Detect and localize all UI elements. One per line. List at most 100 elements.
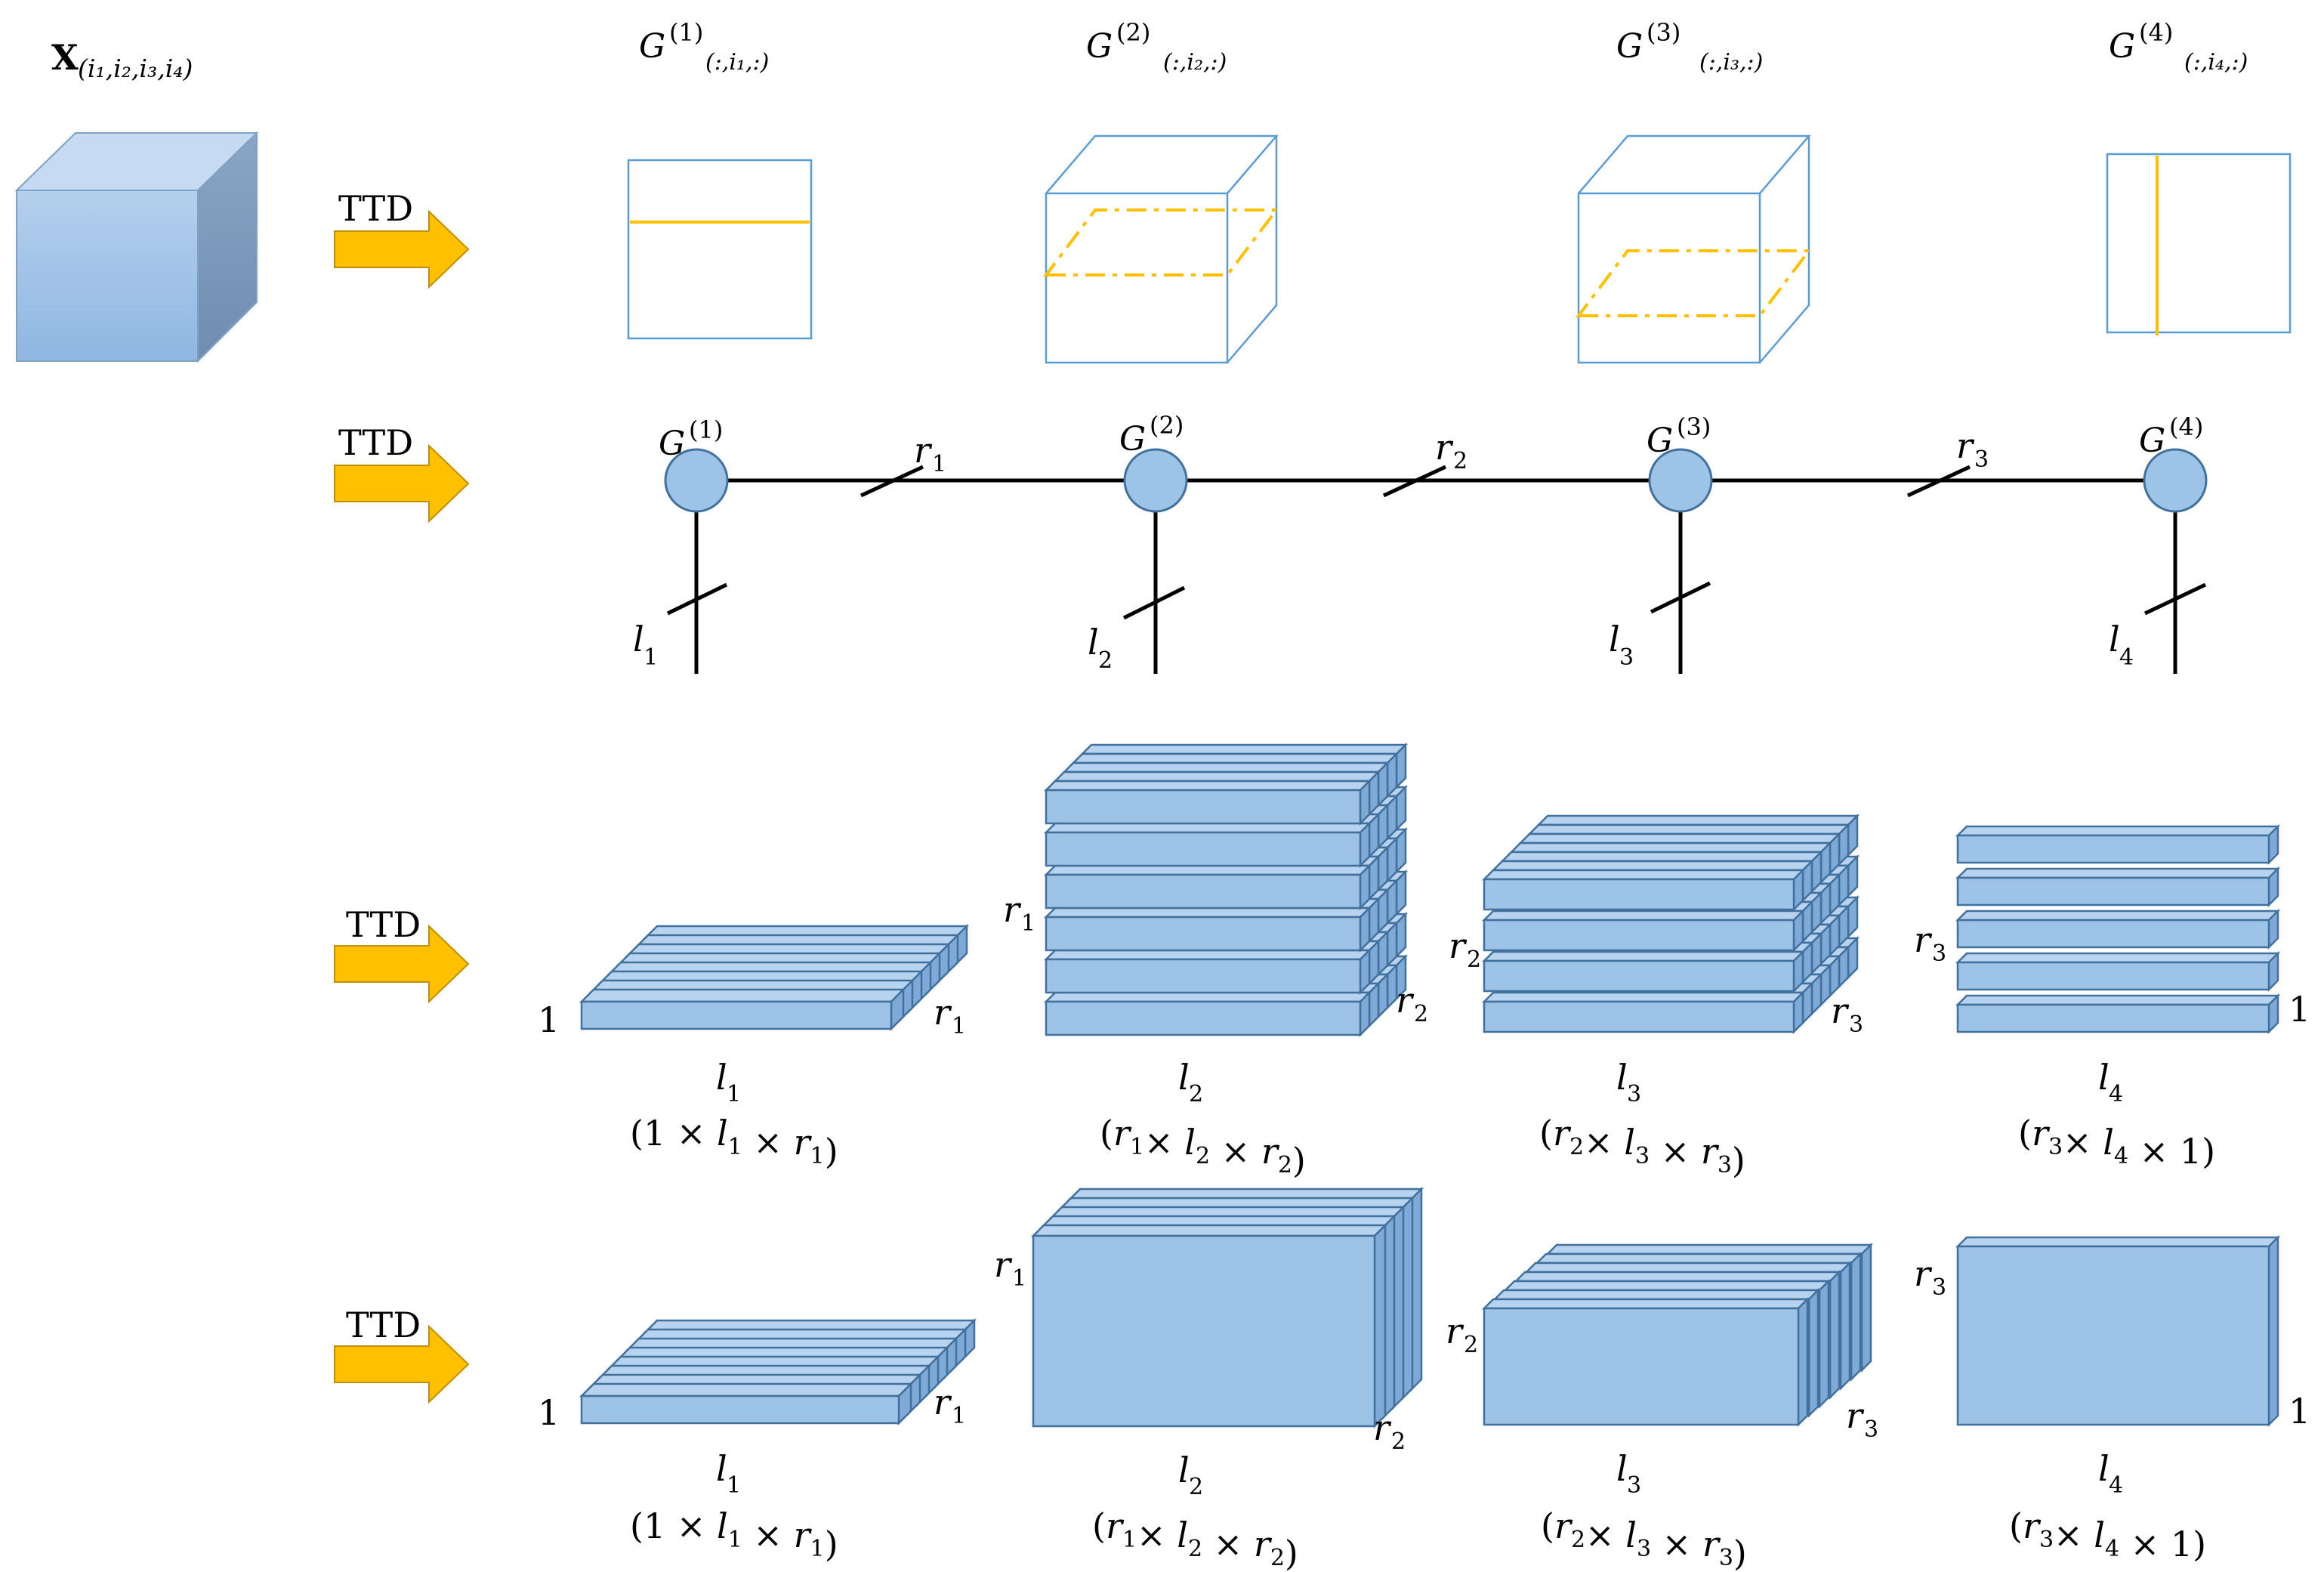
node-3-sup: (3)	[1677, 412, 1711, 441]
node-label-3: G (3)	[1647, 412, 1711, 460]
row3-core-3-left-sub: 2	[1467, 947, 1481, 973]
dimension-label: (r1× l2 × r2)	[1100, 1113, 1306, 1181]
row3-core-2-slab	[1043, 863, 1372, 911]
leg-2-base: l	[1088, 622, 1099, 662]
row3-core-2-slab	[1043, 905, 1372, 953]
row3-core-4-left: r	[1914, 919, 1933, 960]
tensor-x-cube	[14, 131, 259, 363]
slice-3-sub: (:,i₃,:)	[1699, 49, 1763, 76]
row3-core-4-slab	[1955, 993, 2281, 1035]
row4-core-3-labels: r 2 r 3 l 3	[1446, 1311, 1878, 1499]
row3-core-1-slab	[579, 987, 906, 1032]
dimension-label: (r3× l4 × 1)	[2018, 1113, 2215, 1172]
row4-core-4-left: r	[1914, 1253, 1933, 1294]
row3-core-2-right-sub: 2	[1414, 1001, 1428, 1027]
slice-3-base: G	[1616, 27, 1643, 66]
row3-core-2-left-sub: 1	[1021, 910, 1035, 937]
tensor-x-indices: (i₁,i₂,i₃,i₄)	[78, 54, 193, 83]
leg-3-sub: 3	[1619, 644, 1634, 671]
row3-core-1-left: 1	[538, 999, 560, 1040]
node-2-base: G	[1119, 420, 1146, 459]
row4-core-2-right-sub: 2	[1391, 1428, 1406, 1455]
leg-label-3: l 3	[1609, 619, 1634, 671]
node-label-4: G (4)	[2139, 412, 2203, 460]
ttd-label-4: TTD	[346, 1305, 421, 1345]
row3-core-4-length-sub: 4	[2109, 1081, 2123, 1107]
row3-core-4-slab	[1955, 908, 2281, 950]
row3-core-3-right: r	[1831, 990, 1850, 1031]
bond-1-sub: 1	[932, 451, 946, 477]
row3-core-2-labels: r 1 r 2 l 2	[1003, 889, 1428, 1107]
ttd-arrow-2: TTD	[334, 422, 470, 523]
row4-core-2-length-sub: 2	[1189, 1474, 1203, 1500]
bond-3-base: r	[1956, 425, 1975, 466]
row3-core-3-right-sub: 3	[1849, 1011, 1863, 1038]
row4-core-4-slab	[1955, 1234, 2281, 1428]
row3-core-2-right: r	[1396, 980, 1415, 1021]
row4-core-3-left-sub: 2	[1464, 1332, 1478, 1358]
node-label-1: G (1)	[659, 415, 723, 463]
ttd-label-1: TTD	[338, 188, 413, 229]
node-2	[1123, 448, 1188, 513]
slice-3-sup: (3)	[1647, 18, 1681, 47]
node-1-sup: (1)	[689, 415, 723, 444]
row3-core-2-length: l	[1178, 1057, 1190, 1098]
bond-2-sub: 2	[1453, 448, 1468, 474]
row4-core-1-left: 1	[538, 1392, 560, 1433]
slice-shape-2	[1042, 134, 1280, 364]
tensor-x-base: X	[51, 37, 79, 78]
node-4-base: G	[2139, 422, 2165, 460]
row3-core-4-labels: r 3 1 l 4	[1914, 919, 2310, 1107]
node-4	[2143, 448, 2208, 513]
row3-core-3-slab	[1481, 949, 1806, 994]
row4-core-1-length: l	[716, 1448, 727, 1489]
core-dimension-labels: (1 × l1 × r1)(1 × l1 × r1)(r1× l2 × r2)(…	[630, 1113, 2215, 1572]
node-1-base: G	[659, 425, 685, 463]
leg-4-base: l	[2109, 619, 2120, 659]
row3-core-2-left: r	[1003, 889, 1022, 930]
node-label-2: G (2)	[1119, 411, 1184, 459]
leg-label-2: l 2	[1088, 622, 1113, 674]
row4-core-4-right: 1	[2289, 1391, 2310, 1431]
row4-core-2-length: l	[1178, 1450, 1190, 1490]
row4-core-2-left: r	[994, 1244, 1013, 1285]
row3-core-1-right: r	[934, 992, 952, 1033]
leg-3-base: l	[1609, 619, 1620, 659]
slice-4-sub: (:,i₄,:)	[2184, 49, 2248, 76]
row4-core-1-labels: 1 r 1 l 1	[538, 1382, 966, 1499]
ttd-label-3: TTD	[346, 904, 421, 945]
row3-core-3-length-sub: 3	[1627, 1081, 1641, 1107]
tensor-x-label: X (i₁,i₂,i₃,i₄)	[51, 37, 193, 83]
bond-label-1: r 1	[914, 430, 946, 477]
row3-core-2-slab	[1043, 947, 1372, 996]
row3-core-4-slab	[1955, 823, 2281, 866]
row3-core-1-labels: 1 r 1 l 1	[538, 992, 966, 1107]
slice-1-base: G	[639, 27, 665, 66]
network-bonds	[696, 465, 2175, 498]
ttd-arrow-shape-4	[334, 1324, 470, 1404]
row3-core-1-length: l	[716, 1057, 727, 1098]
row4-core-3-left: r	[1446, 1311, 1464, 1351]
dimension-label: (1 × l1 × r1)	[630, 1506, 838, 1564]
row4-core-3-length-sub: 3	[1627, 1472, 1641, 1499]
slice-label-2: G (2) (:,i₂,:)	[1086, 18, 1227, 76]
row3-core-4-slab	[1955, 950, 2281, 993]
row4-core-2-right: r	[1373, 1407, 1392, 1448]
ttd-arrow-shape-1	[334, 209, 470, 289]
dimension-label: (r2× l3 × r3)	[1539, 1113, 1745, 1181]
ttd-arrow-shape-2	[334, 443, 470, 523]
row4-core-2-slab	[1030, 1222, 1388, 1429]
network-legs	[666, 512, 2207, 674]
slice-label-4: G (4) (:,i₄,:)	[2109, 18, 2248, 76]
row3-core-3-slab	[1481, 867, 1806, 913]
node-4-sup: (4)	[2169, 412, 2203, 441]
node-3-base: G	[1647, 422, 1673, 460]
row4-core-1-right-sub: 1	[952, 1403, 966, 1429]
row4-core-4-left-sub: 3	[1932, 1274, 1946, 1301]
ttd-arrow-1: TTD	[334, 188, 470, 289]
row4-core-2-left-sub: 1	[1012, 1265, 1026, 1292]
slice-shape-1	[627, 159, 813, 340]
row4-core-4-length-sub: 4	[2109, 1472, 2123, 1499]
slice-2-base: G	[1086, 27, 1113, 66]
